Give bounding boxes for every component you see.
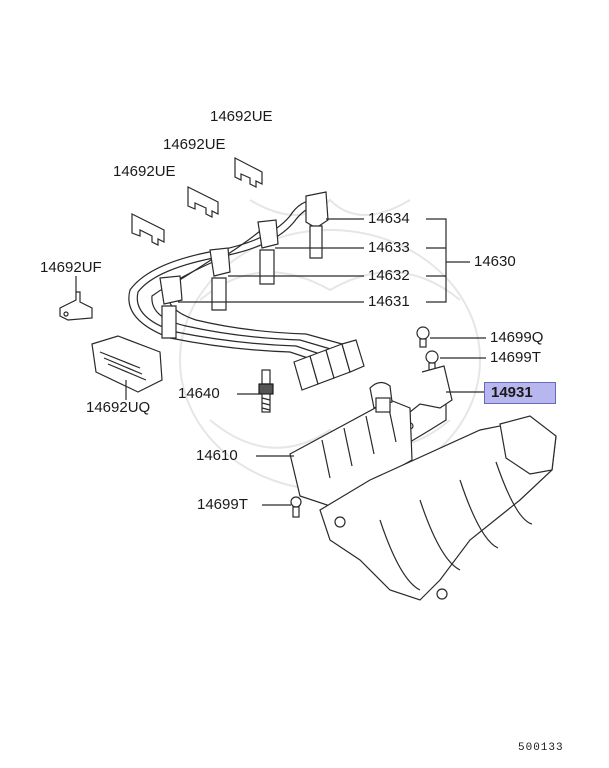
label-14640[interactable]: 14640 (178, 385, 220, 402)
bolt-14699t-upper[interactable] (425, 350, 439, 372)
label-14610[interactable]: 14610 (196, 447, 238, 464)
ignition-coil-14610[interactable] (289, 381, 413, 507)
intake-manifold (319, 415, 557, 601)
label-14931-highlighted[interactable]: 14931 (484, 382, 556, 404)
bracket-14692uf[interactable] (59, 291, 93, 321)
label-14692uq[interactable]: 14692UQ (86, 399, 151, 416)
clip-14692ue-bottom[interactable] (131, 213, 165, 246)
clip-14692ue-top[interactable] (234, 157, 263, 188)
label-14692ue-bottom[interactable]: 14692UE (113, 163, 176, 180)
label-14692uf[interactable]: 14692UF (40, 259, 102, 276)
cover-14692uq[interactable] (91, 335, 163, 393)
leader-lines (75, 218, 486, 506)
label-14631[interactable]: 14631 (368, 293, 410, 310)
label-14692ue-mid[interactable]: 14692UE (163, 136, 226, 153)
bolt-14699t-lower[interactable] (290, 496, 302, 518)
label-14699q[interactable]: 14699Q (490, 329, 544, 346)
label-14633[interactable]: 14633 (368, 239, 410, 256)
label-14699t-lower[interactable]: 14699T (197, 496, 248, 513)
clip-14692ue-mid[interactable] (187, 186, 219, 218)
label-14692ue-top[interactable]: 14692UE (210, 108, 273, 125)
spark-plug-14640[interactable] (258, 369, 274, 413)
spark-plug-cables[interactable] (128, 191, 365, 391)
label-14632[interactable]: 14632 (368, 267, 410, 284)
bolt-14699q[interactable] (416, 326, 430, 348)
label-14630[interactable]: 14630 (474, 253, 516, 270)
diagram-code: 500133 (518, 742, 564, 754)
label-14634[interactable]: 14634 (368, 210, 410, 227)
label-14699t-upper[interactable]: 14699T (490, 349, 541, 366)
